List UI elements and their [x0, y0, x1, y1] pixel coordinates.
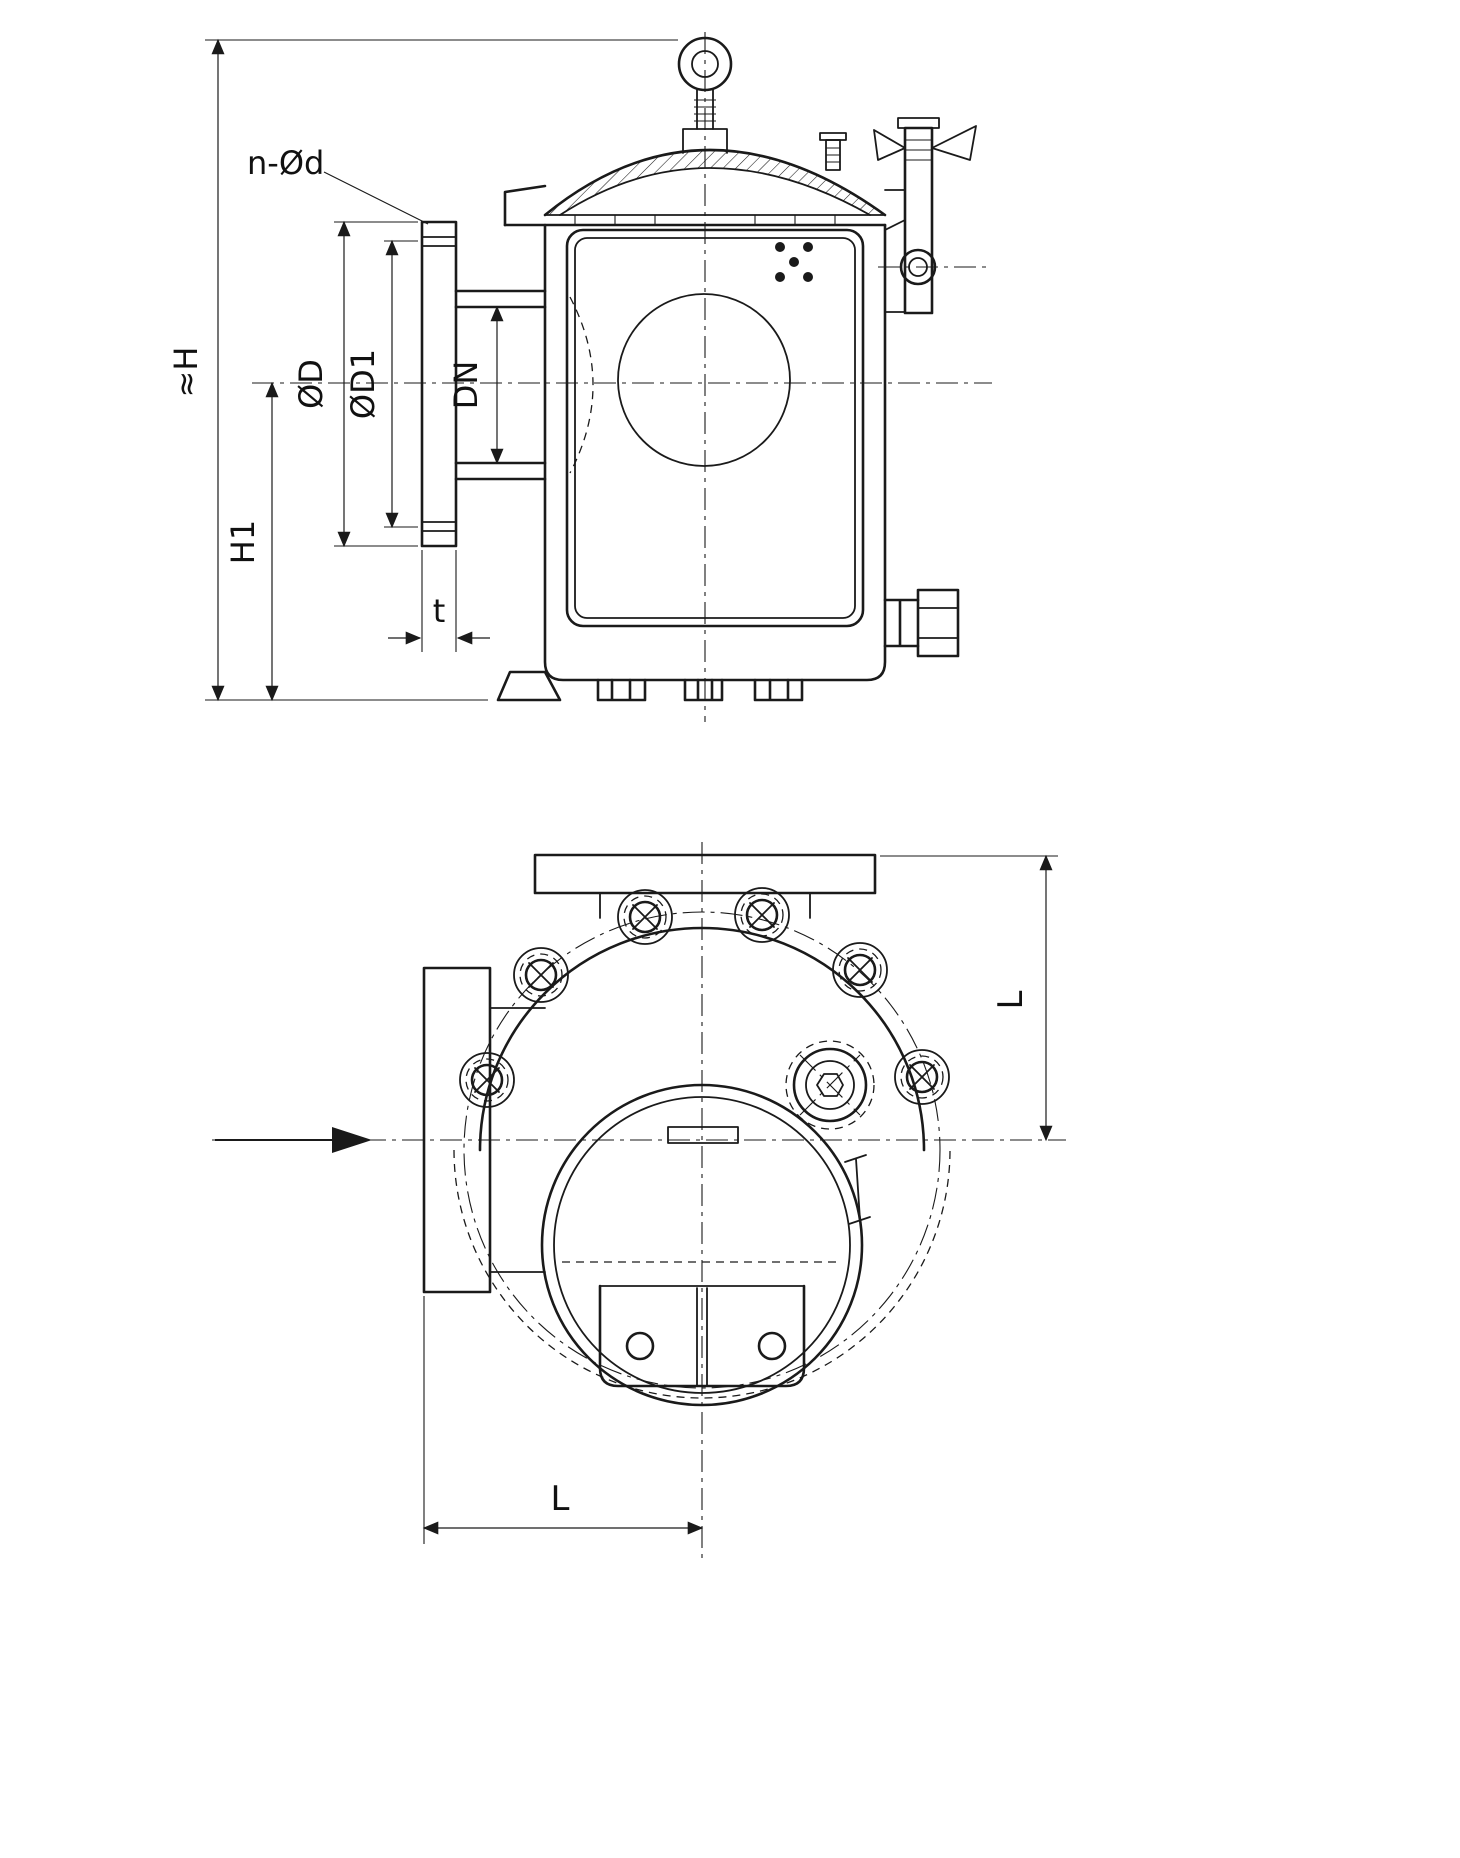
bracket-hole-right	[757, 1331, 787, 1361]
body-outline	[543, 223, 887, 682]
bracket-hole-left	[625, 1331, 655, 1361]
vessel-inner-wall-2	[574, 237, 856, 619]
sump-inner-circle	[553, 1096, 851, 1394]
clamp-mark	[844, 1154, 871, 1225]
eye-bolt	[677, 36, 733, 130]
cover-bolt	[512, 946, 570, 1004]
elevation-view: ≈H H1 ØD ØD1 DN n-Ød t	[167, 32, 992, 722]
flow-arrow	[215, 1127, 372, 1153]
cover-bolt	[893, 1048, 951, 1106]
inlet-flange	[420, 220, 458, 548]
wing-nut-left	[873, 129, 906, 161]
sight-glass	[617, 293, 791, 467]
handle-slot	[667, 1126, 739, 1144]
dimensions-elevation: ≈H H1 ØD ØD1 DN n-Ød t	[167, 38, 678, 702]
label-od1: ØD1	[344, 349, 382, 419]
label-approx-height: ≈H	[167, 347, 205, 398]
label-flange-thickness: t	[433, 592, 446, 630]
inlet-pipe-plan	[489, 1007, 546, 1273]
mounting-bracket	[598, 1284, 806, 1388]
wing-nut-right	[931, 125, 977, 161]
top-flange-plan	[533, 853, 877, 895]
nozzle-penetration-arc	[569, 296, 594, 474]
inlet-flange-plan	[422, 966, 492, 1294]
eyebolt-pedestal	[682, 128, 728, 154]
dome-section-hatch	[545, 150, 885, 215]
drain-plug	[883, 588, 960, 658]
cover-bolt	[733, 886, 791, 944]
dome-inner-arc	[559, 167, 871, 216]
cover-bolts	[458, 886, 951, 1109]
vessel-inner-wall	[565, 228, 865, 628]
label-h1: H1	[224, 520, 262, 564]
lid-left-ear	[503, 184, 547, 227]
sump-outer-circle	[540, 1083, 864, 1407]
bolt-circle	[463, 911, 941, 1389]
label-dn: DN	[447, 361, 485, 410]
cover-outline	[478, 926, 926, 1152]
label-l-vertical: L	[991, 990, 1031, 1009]
label-od: ØD	[292, 359, 330, 409]
dimensions-plan: L L	[422, 854, 1058, 1544]
vent-fitting-plan	[785, 1040, 875, 1130]
label-l-horizontal: L	[551, 1479, 570, 1519]
plan-view: L L	[212, 842, 1066, 1562]
feet	[496, 670, 804, 702]
label-bolt-holes: n-Ød	[247, 144, 324, 182]
bolt-holes-leader	[323, 171, 429, 225]
nozzle-outer-wall	[454, 289, 547, 481]
perforation-dots	[775, 242, 813, 282]
vent-cock-assembly	[819, 117, 990, 315]
flange-bolt-slots	[421, 236, 457, 532]
gasket-ticks	[574, 215, 836, 225]
cover-bolt	[831, 941, 889, 999]
